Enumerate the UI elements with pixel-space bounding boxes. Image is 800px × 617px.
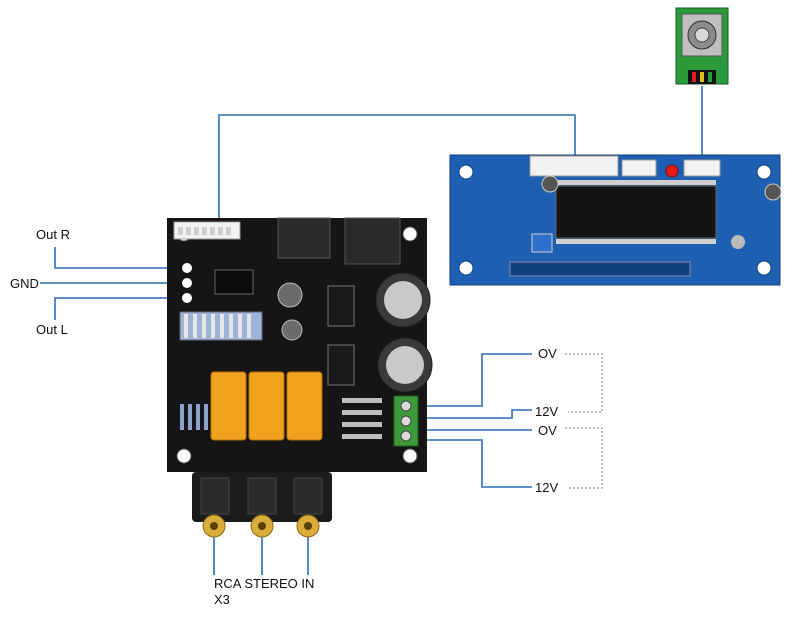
wire-12v-top <box>418 409 532 419</box>
power-led <box>665 164 679 178</box>
gnd-pad <box>182 278 192 288</box>
ic-socket-pins <box>556 180 716 244</box>
wire-out-r <box>54 247 175 269</box>
wire-amp-to-control <box>218 114 576 222</box>
rca-jack-2-base <box>247 477 277 515</box>
amplifier-board <box>167 217 433 538</box>
relay-2 <box>248 371 285 441</box>
terminal-screw <box>400 415 412 427</box>
ctrl-connector-3 <box>683 159 721 177</box>
label-rca-count: X3 <box>214 592 230 607</box>
resistors <box>180 404 208 430</box>
crystal <box>731 235 745 249</box>
ctrl-connector-1 <box>529 155 619 177</box>
out-l-pad <box>182 293 192 303</box>
diodes <box>342 398 382 439</box>
label-ov-bottom: OV <box>538 423 557 438</box>
bracket-top <box>565 353 603 413</box>
connector-pins <box>178 227 231 235</box>
terminal-screw <box>400 400 412 412</box>
relay-1 <box>210 371 247 441</box>
heatsink-right <box>344 217 401 265</box>
bracket-bottom <box>565 427 603 489</box>
control-board <box>449 154 782 286</box>
ctrl-connector-2 <box>621 159 657 177</box>
small-capacitor <box>277 282 303 308</box>
rca-jack-1-hole <box>210 522 218 530</box>
rotary-encoder-module <box>675 7 729 85</box>
out-r-pad <box>182 263 192 273</box>
relay-3 <box>286 371 323 441</box>
trimmer-pot <box>531 233 553 253</box>
label-out-l: Out L <box>36 322 68 337</box>
rca-jack-block <box>192 472 332 538</box>
label-out-r: Out R <box>36 227 70 242</box>
rca-jack-3-hole <box>304 522 312 530</box>
label-ov-top: OV <box>538 346 557 361</box>
label-rca-stereo-in: RCA STEREO IN <box>214 576 315 591</box>
amp-mount-hole <box>402 226 418 242</box>
regulator-chip <box>214 269 254 295</box>
power-transistor <box>327 285 355 327</box>
wire-ov-top <box>418 353 532 407</box>
ctrl-mount-hole <box>458 260 474 276</box>
label-gnd: GND <box>10 276 39 291</box>
microcontroller-chip <box>555 185 717 239</box>
power-brackets <box>565 353 603 489</box>
power-transistor <box>327 344 355 386</box>
wires <box>40 86 703 575</box>
big-capacitor-top <box>386 346 424 384</box>
amp-mount-hole <box>402 448 418 464</box>
heatsink-left <box>277 217 331 259</box>
amp-mount-hole <box>176 448 192 464</box>
encoder-wire-yellow <box>700 72 704 82</box>
chip-pins <box>184 314 251 338</box>
rca-jack-1-base <box>200 477 230 515</box>
ctrl-capacitor <box>541 175 559 193</box>
encoder-wire-red <box>692 72 696 82</box>
big-capacitor-top <box>384 281 422 319</box>
label-12v-top: 12V <box>535 404 559 419</box>
ctrl-capacitor <box>764 183 782 201</box>
ctrl-mount-hole <box>458 164 474 180</box>
small-capacitor <box>281 319 303 341</box>
wire-12v-bottom <box>418 439 532 488</box>
encoder-shaft <box>694 27 710 43</box>
ctrl-bottom-header <box>509 261 691 277</box>
terminal-screw <box>400 430 412 442</box>
wire-out-l <box>54 297 175 320</box>
encoder-wire-green <box>708 72 712 82</box>
ctrl-mount-hole <box>756 260 772 276</box>
ctrl-mount-hole <box>756 164 772 180</box>
rca-jack-2-hole <box>258 522 266 530</box>
rca-jack-3-base <box>293 477 323 515</box>
label-12v-bottom: 12V <box>535 480 559 495</box>
